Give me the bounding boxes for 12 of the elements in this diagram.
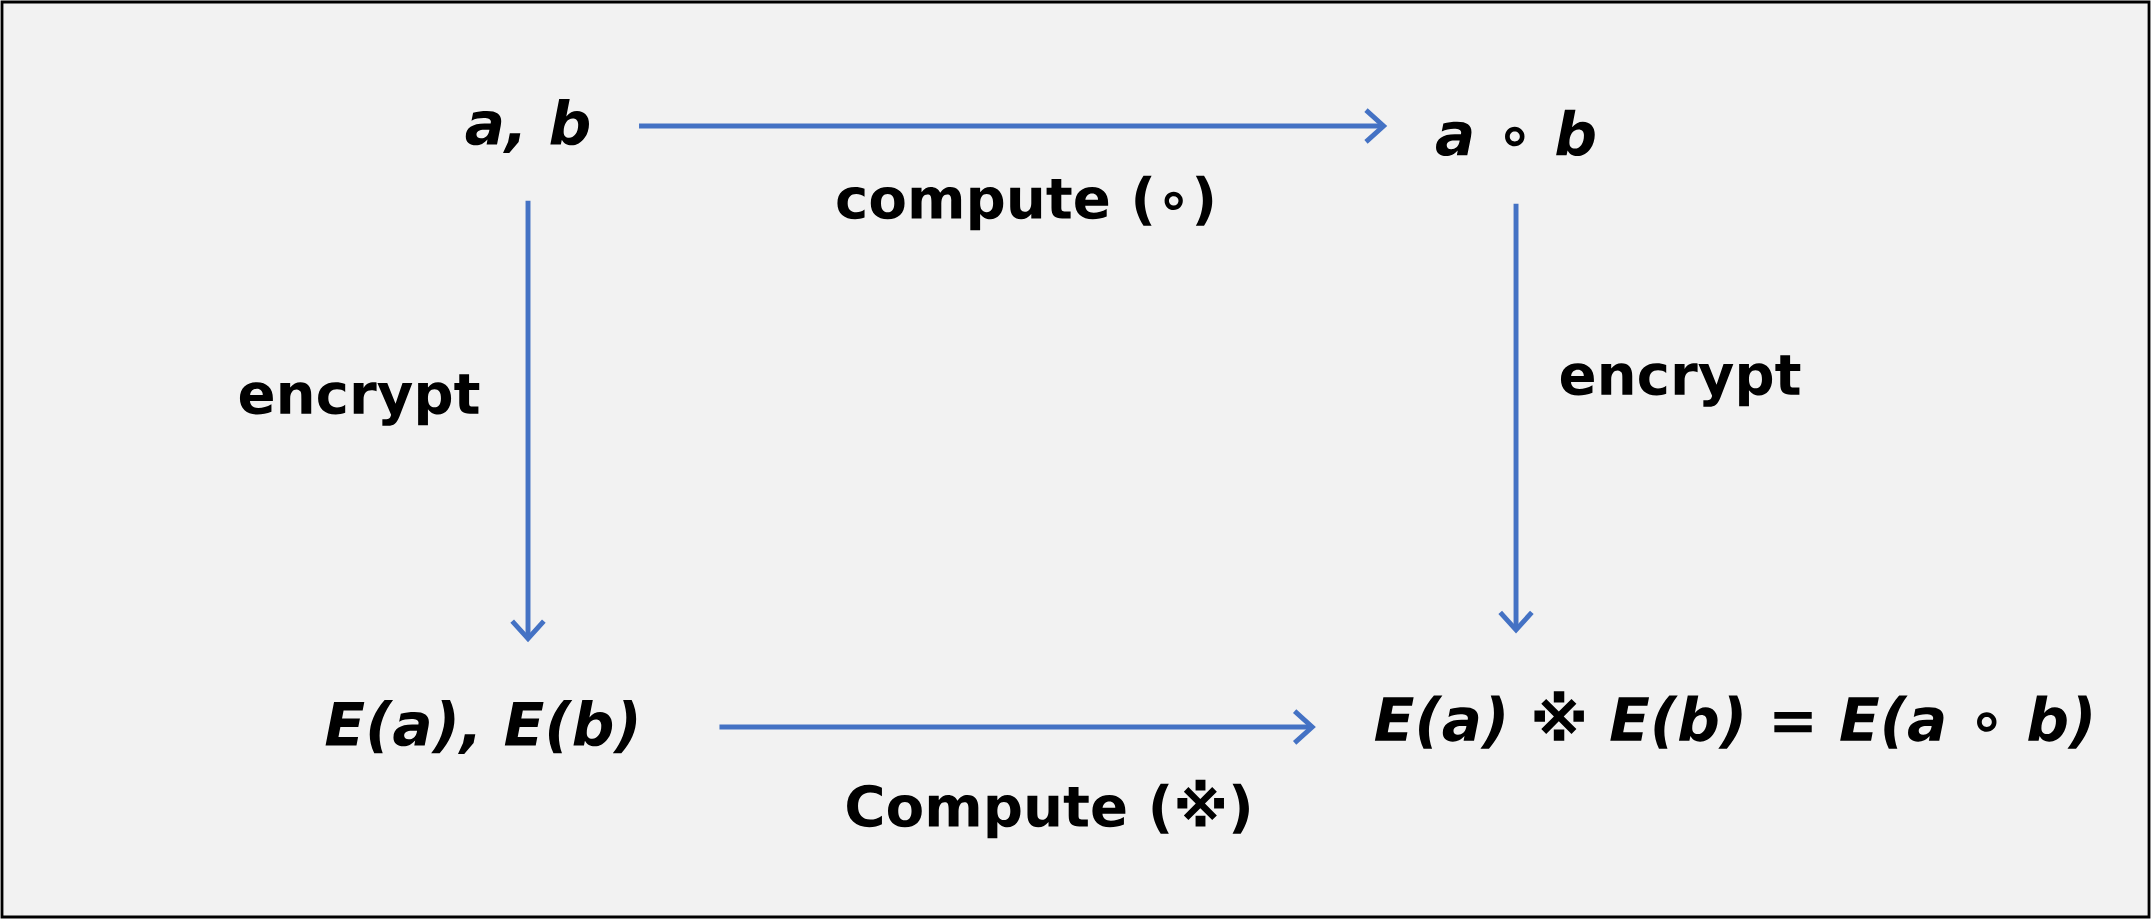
formula-text: E(a) ※ E(b) = E(a ∘ b)	[1374, 691, 2091, 749]
edge-label: encrypt	[239, 374, 480, 426]
arrow	[639, 108, 1388, 144]
arrow	[1498, 203, 1534, 634]
formula-text: a ∘ b	[1436, 109, 1595, 157]
arrow	[510, 200, 546, 643]
formula-text: E(a), E(b)	[325, 700, 637, 754]
arrow	[719, 709, 1316, 745]
edge-label: Compute (※)	[847, 779, 1249, 839]
edge-label: compute (∘)	[837, 175, 1213, 231]
edge-label: encrypt	[1560, 355, 1801, 407]
formula-text: a, b	[465, 99, 589, 153]
